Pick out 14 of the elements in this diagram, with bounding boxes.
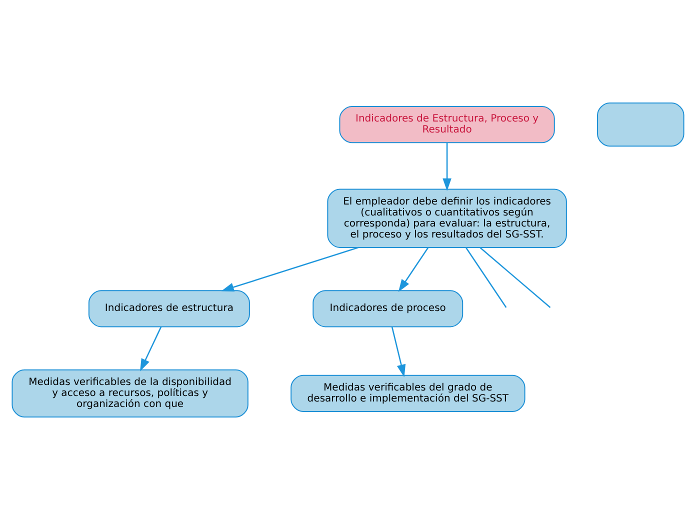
node-box: Medidas verificables del grado de desarrollo e implementación del SG-SST — [290, 374, 526, 412]
node-box: El empleador debe definir los indicadores (cualitativos o cuantitativos según corresponda) para evaluar: la estructura, el proceso y los resultados del SG-SST. — [327, 188, 567, 248]
node-box: Indicadores de Estructura, Proceso y Resultado — [339, 106, 555, 144]
arrow — [391, 326, 406, 378]
node-box: Medidas verificables de la disponibilidad y acceso a recursos, políticas y organización con que — [12, 369, 248, 418]
arrow — [140, 326, 162, 372]
node-box: Indicadores de proceso — [312, 290, 464, 328]
connector — [466, 247, 507, 308]
connector — [480, 247, 551, 308]
arrow — [221, 246, 359, 292]
node-box: Indicadores de estructura — [88, 290, 250, 328]
node-box — [597, 102, 684, 147]
arrow — [398, 247, 429, 292]
arrow — [442, 142, 452, 191]
